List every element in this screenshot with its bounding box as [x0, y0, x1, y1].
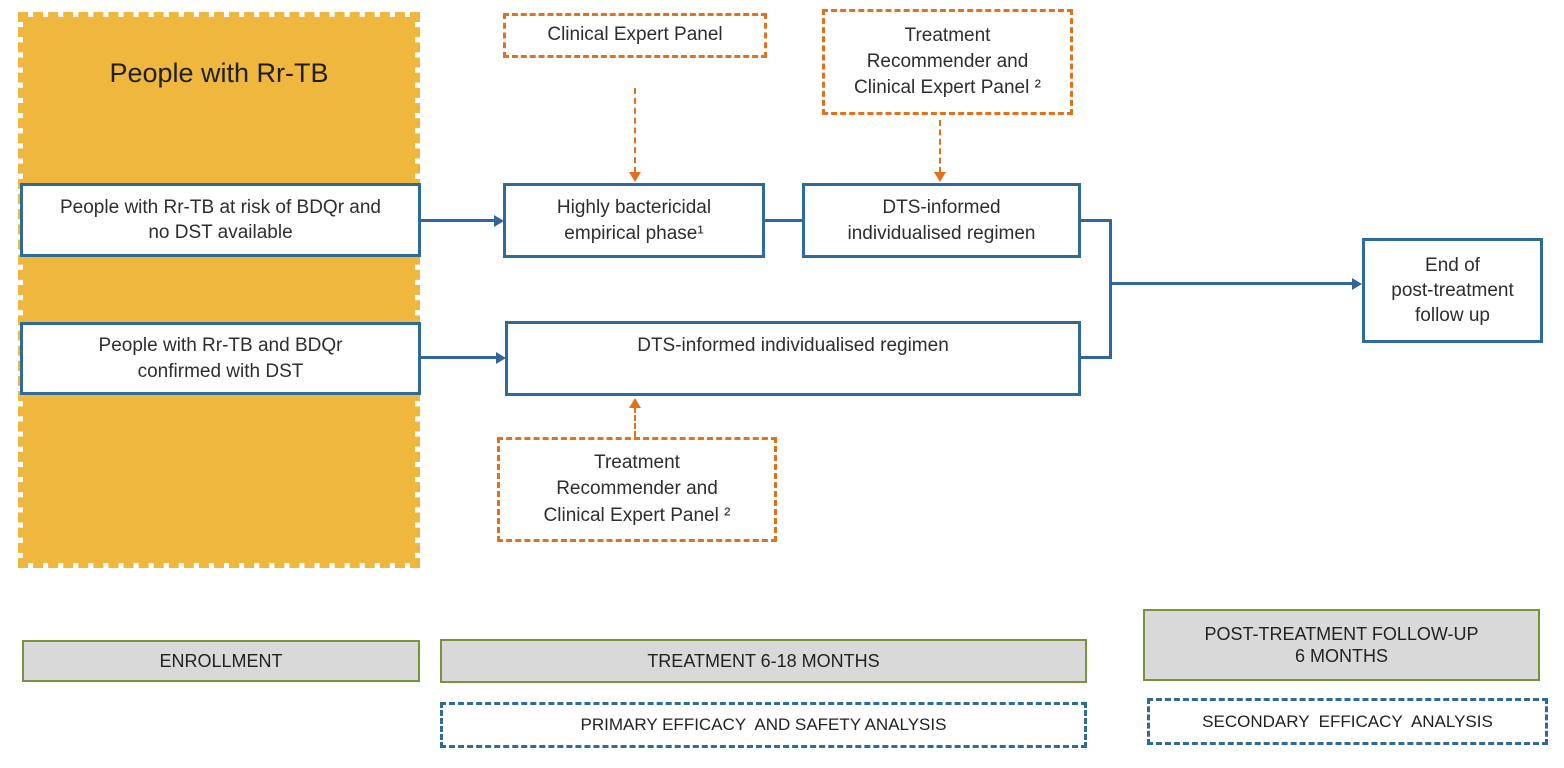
arrow-recommender-to-dts-top-line [939, 120, 941, 173]
treatment-recommender-top-line2: Recommender and [866, 50, 1029, 72]
treatment-recommender-bottom-box: Treatment Recommender and Clinical Exper… [497, 437, 777, 542]
phase-band-treatment-label: TREATMENT 6-18 MONTHS [647, 650, 880, 671]
enrollment-pool-title: People with Rr-TB [109, 58, 329, 88]
treatment-recommender-top-box: Treatment Recommender and Clinical Exper… [822, 9, 1073, 115]
arrow-recommender-to-dts-long-line [634, 407, 636, 437]
primary-analysis-box: PRIMARY EFFICACY AND SAFETY ANALYSIS [440, 702, 1087, 748]
phase-band-post-treatment-line1: POST-TREATMENT FOLLOW-UP [1204, 623, 1479, 644]
secondary-analysis-box: SECONDARY EFFICACY ANALYSIS [1147, 698, 1548, 745]
cohort-box-confirmed-dst-label: People with Rr-TB and BDQr confirmed wit… [98, 335, 343, 382]
end-followup-line1: End of [1425, 254, 1480, 276]
dts-regimen-long-box: DTS-informed individualised regimen [505, 321, 1081, 396]
treatment-recommender-bottom-line1: Treatment [594, 452, 680, 474]
arrowhead-merge-to-end [1352, 278, 1362, 290]
cohort-box-no-dst-label: People with Rr-TB at risk of BDQr and no… [60, 196, 381, 243]
arrow-recommender-to-dts-long-head [629, 398, 641, 408]
phase-band-post-treatment-line2: 6 MONTHS [1294, 646, 1388, 666]
arrowhead-confirmed-to-dts-long [496, 352, 506, 364]
end-followup-line3: follow up [1415, 305, 1490, 327]
connector-merge-to-end [1112, 282, 1354, 285]
treatment-recommender-top-line1: Treatment [904, 24, 991, 46]
treatment-recommender-top-line3: Clinical Expert Panel ² [854, 77, 1041, 99]
clinical-expert-panel-label: Clinical Expert Panel [547, 24, 723, 46]
empirical-phase-line1: Highly bactericidal [556, 197, 712, 219]
dts-regimen-top-line2: individualised regimen [847, 222, 1036, 244]
clinical-expert-panel-box: Clinical Expert Panel [503, 13, 767, 58]
connector-no-dst-to-empirical [421, 219, 496, 222]
enrollment-pool-box [18, 12, 420, 568]
phase-band-post-treatment: POST-TREATMENT FOLLOW-UP 6 MONTHS [1143, 609, 1540, 681]
merge-vertical-line [1109, 219, 1112, 359]
treatment-recommender-bottom-line3: Clinical Expert Panel ² [543, 504, 731, 526]
treatment-recommender-bottom-line2: Recommender and [556, 478, 718, 500]
cohort-box-confirmed-dst: People with Rr-TB and BDQr confirmed wit… [20, 322, 421, 395]
dts-regimen-long-label: DTS-informed individualised regimen [637, 335, 949, 356]
empirical-phase-box: Highly bactericidal empirical phase¹ [503, 183, 765, 258]
phase-band-enrollment-label: ENROLLMENT [159, 650, 283, 671]
empirical-phase-line2: empirical phase¹ [564, 222, 704, 244]
connector-empirical-to-dts-top [765, 219, 802, 222]
dts-regimen-top-box: DTS-informed individualised regimen [802, 183, 1081, 258]
phase-band-enrollment: ENROLLMENT [22, 640, 420, 682]
arrow-cep-to-empirical-head [629, 172, 641, 182]
secondary-analysis-label: SECONDARY EFFICACY ANALYSIS [1202, 711, 1493, 731]
cohort-box-no-dst: People with Rr-TB at risk of BDQr and no… [20, 183, 421, 257]
arrowhead-no-dst-to-empirical [494, 215, 504, 227]
phase-band-treatment: TREATMENT 6-18 MONTHS [440, 639, 1087, 683]
arrow-cep-to-empirical-line [634, 88, 636, 173]
connector-confirmed-to-dts-long [421, 356, 498, 359]
arrow-recommender-to-dts-top-head [934, 172, 946, 182]
dts-regimen-top-line1: DTS-informed [882, 197, 1001, 219]
end-followup-box: End of post-treatment follow up [1362, 238, 1543, 343]
connector-dts-long-to-merge [1081, 356, 1112, 359]
primary-analysis-label: PRIMARY EFFICACY AND SAFETY ANALYSIS [580, 715, 947, 734]
connector-dts-top-to-merge [1081, 219, 1112, 222]
end-followup-line2: post-treatment [1391, 279, 1514, 301]
